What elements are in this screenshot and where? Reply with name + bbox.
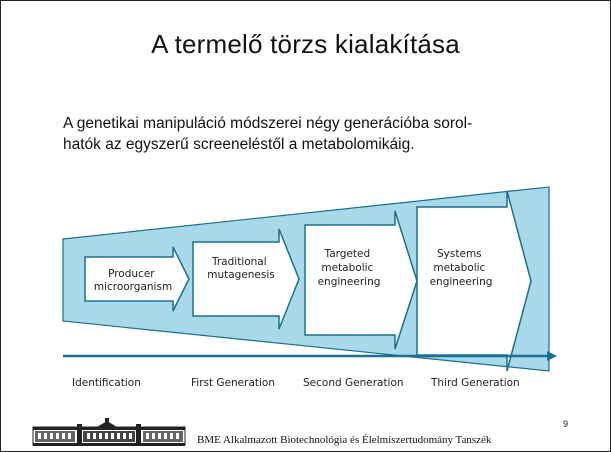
step-label-producer-line-1: Producer [108, 268, 155, 280]
generation-label-second: Second Generation [303, 377, 404, 389]
intro-text: A genetikai manipuláció módszerei négy g… [63, 113, 563, 155]
step-arrow-traditional [192, 228, 300, 330]
step-label-traditional: Traditional mutagenesis [207, 256, 275, 281]
step-label-systems-line-2: metabolic [433, 262, 485, 274]
slide-title: A termelő törzs kialakítása [151, 29, 460, 59]
step-arrow-targeted [304, 210, 418, 350]
intro-line-1: A genetikai manipuláció módszerei négy g… [63, 115, 473, 132]
university-building-logo [32, 418, 186, 446]
step-label-producer: Producer microorganism [94, 268, 172, 293]
footer: BME Alkalmazott Biotechnológia és Élelmi… [31, 418, 591, 448]
page-number: 9 [563, 419, 569, 429]
generation-label-identification: Identification [72, 377, 141, 389]
step-label-systems: Systems metabolic engineering [430, 248, 493, 288]
step-label-targeted-line-2: metabolic [321, 262, 373, 274]
funnel-diagram-svg: Producer microorganism Traditional mutag… [62, 186, 557, 372]
step-label-targeted-line-3: engineering [318, 276, 381, 288]
step-label-traditional-line-1: Traditional [211, 256, 267, 268]
step-label-producer-line-2: microorganism [94, 281, 172, 293]
step-arrow-producer [84, 246, 190, 312]
step-label-systems-line-1: Systems [437, 248, 482, 260]
generation-label-first: First Generation [191, 377, 276, 389]
generation-labels: Identification First Generation Second G… [1, 377, 611, 391]
timeline-arrowhead [547, 351, 557, 361]
intro-line-2: hatók az egyszerű screeneléstől a metabo… [63, 136, 415, 153]
generation-label-third: Third Generation [431, 377, 520, 389]
generations-diagram: Producer microorganism Traditional mutag… [61, 185, 561, 375]
footer-department-text: BME Alkalmazott Biotechnológia és Élelmi… [197, 434, 492, 446]
step-label-systems-line-3: engineering [430, 276, 493, 288]
step-label-traditional-line-2: mutagenesis [207, 269, 275, 281]
step-label-targeted-line-1: Targeted [324, 248, 371, 260]
step-label-targeted: Targeted metabolic engineering [318, 248, 381, 288]
